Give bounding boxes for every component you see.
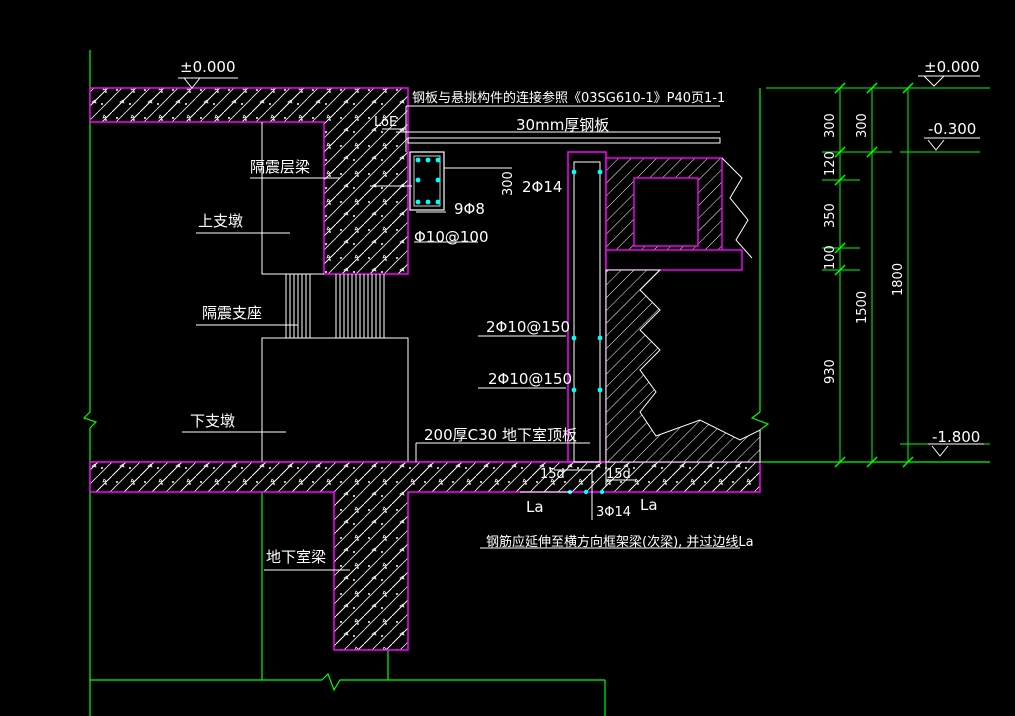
rebar-3d14-label: 3Φ14 — [596, 505, 631, 520]
slab-note: 200厚C30 地下室顶板 — [424, 426, 577, 444]
anchor-markers — [554, 462, 607, 486]
dim-col1-120: 120 — [823, 151, 838, 176]
isolation-beam-label: 隔震层梁 — [250, 158, 310, 176]
level-top-left: ±0.000 — [180, 58, 236, 76]
dim-col2-1500: 1500 — [855, 291, 870, 324]
rebar-2d14-label: 2Φ14 — [522, 178, 562, 196]
isolation-beam-concrete — [89, 87, 409, 275]
basement-slab-concrete — [89, 461, 761, 651]
level-mid-right: -0.300 — [928, 120, 976, 138]
loe-label: LoE — [374, 115, 397, 130]
level-markers — [918, 75, 984, 457]
wall-rebar — [567, 169, 605, 495]
isolation-bearing — [285, 274, 385, 338]
dim-col3-1800: 1800 — [891, 263, 906, 296]
stirrup-label: Φ10@100 — [414, 228, 489, 246]
dim-col1-100: 100 — [823, 245, 838, 270]
lower-pier-label: 下支墩 — [190, 412, 235, 430]
dimension-lines — [766, 82, 990, 468]
dim-col1-930: 930 — [823, 359, 838, 384]
note-steel-plate-connection: 钢板与悬挑构件的连接参照《03SG610-1》P40页1-1 — [412, 90, 725, 106]
anchor-15d-right: 15d — [606, 467, 631, 482]
right-hatched-structure — [605, 157, 761, 463]
wall-rebar-a-label: 2Φ10@150 — [486, 318, 570, 336]
anchor-15d-left: 15d — [540, 467, 565, 482]
steel-plate-label: 30mm厚钢板 — [516, 116, 609, 134]
basement-beam-label: 地下室梁 — [266, 548, 326, 566]
dim-300-short: 300 — [501, 171, 516, 196]
la-right: La — [640, 496, 658, 514]
steel-plate — [382, 128, 721, 144]
upper-pier-label: 上支墩 — [198, 212, 243, 230]
lower-pier — [261, 337, 409, 463]
leader-lines — [178, 77, 740, 571]
dim-col1-300: 300 — [823, 113, 838, 138]
level-bottom-right: -1.800 — [932, 428, 980, 446]
dim-col2-300: 300 — [855, 113, 870, 138]
extend-note: 钢筋应延伸至横方向框架梁(次梁), 并过边线La — [486, 534, 754, 550]
upper-pier — [261, 122, 324, 275]
dim-col1-350: 350 — [823, 203, 838, 228]
level-top-right: ±0.000 — [924, 58, 980, 76]
la-left: La — [526, 498, 544, 516]
rebar-9d8-label: 9Φ8 — [454, 200, 485, 218]
beam-rebar-cage — [409, 151, 512, 211]
isolation-bearing-label: 隔震支座 — [202, 304, 262, 322]
wall-rebar-b-label: 2Φ10@150 — [488, 370, 572, 388]
